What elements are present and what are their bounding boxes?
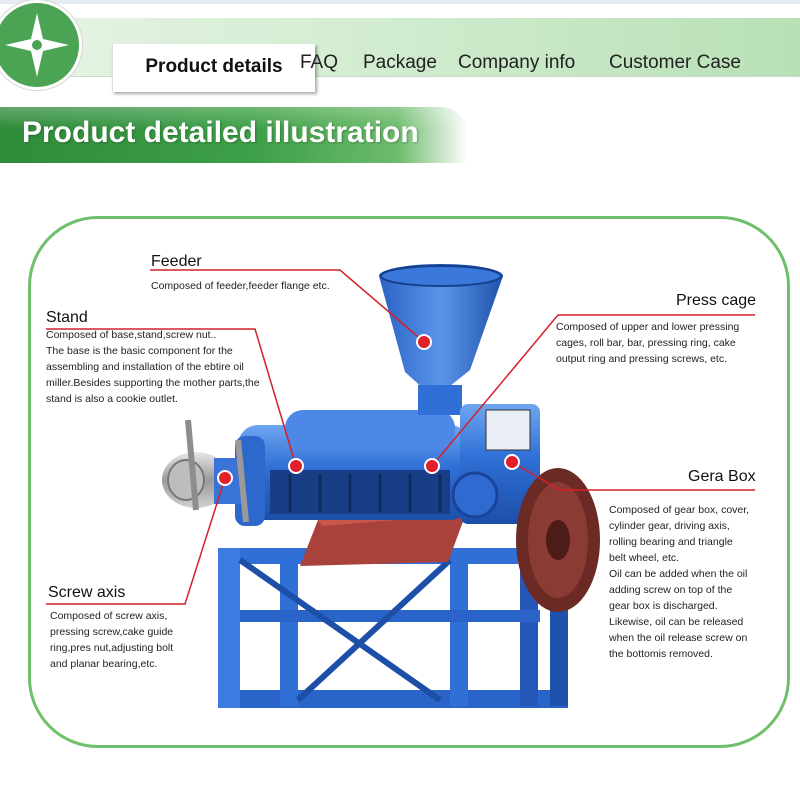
nav-bar: Product details FAQ Package Company info… bbox=[30, 18, 800, 92]
stand-frame bbox=[218, 548, 568, 708]
gear-box-body bbox=[451, 404, 540, 524]
top-border bbox=[0, 0, 800, 4]
stand-description: Composed of base,stand,screw nut.. The b… bbox=[46, 329, 260, 405]
screw-axis-title: Screw axis bbox=[48, 584, 126, 601]
tab-company-info[interactable]: Company info bbox=[458, 52, 576, 73]
stand-title: Stand bbox=[46, 309, 88, 326]
tab-customer-case[interactable]: Customer Case bbox=[609, 52, 741, 73]
callout-dots bbox=[217, 334, 520, 486]
gear-box-description: Composed of gear box, cover, cylinder ge… bbox=[609, 504, 750, 660]
feeder-description: Composed of feeder,feeder flange etc. bbox=[151, 280, 330, 292]
belt-wheel bbox=[516, 468, 600, 612]
feeder-title: Feeder bbox=[151, 253, 202, 270]
press-cage-title: Press cage bbox=[676, 292, 757, 309]
screw-axis-description: Composed of screw axis, pressing screw,c… bbox=[50, 610, 174, 670]
feeder-hopper bbox=[379, 264, 503, 415]
tab-product-details[interactable]: Product details bbox=[112, 44, 315, 92]
tab-package[interactable]: Package bbox=[363, 52, 437, 73]
screw-axis-head bbox=[162, 419, 249, 523]
tab-faq[interactable]: FAQ bbox=[300, 52, 339, 73]
section-header-bar bbox=[0, 107, 468, 163]
tab-product-details-label: Product details bbox=[145, 56, 283, 77]
press-cage-description: Composed of upper and lower pressing cag… bbox=[556, 321, 740, 365]
section-title: Product detailed illustration bbox=[22, 116, 419, 149]
callout-lines bbox=[46, 269, 755, 605]
gear-box-title: Gera Box bbox=[688, 468, 756, 485]
logo-star-icon[interactable] bbox=[0, 0, 82, 90]
